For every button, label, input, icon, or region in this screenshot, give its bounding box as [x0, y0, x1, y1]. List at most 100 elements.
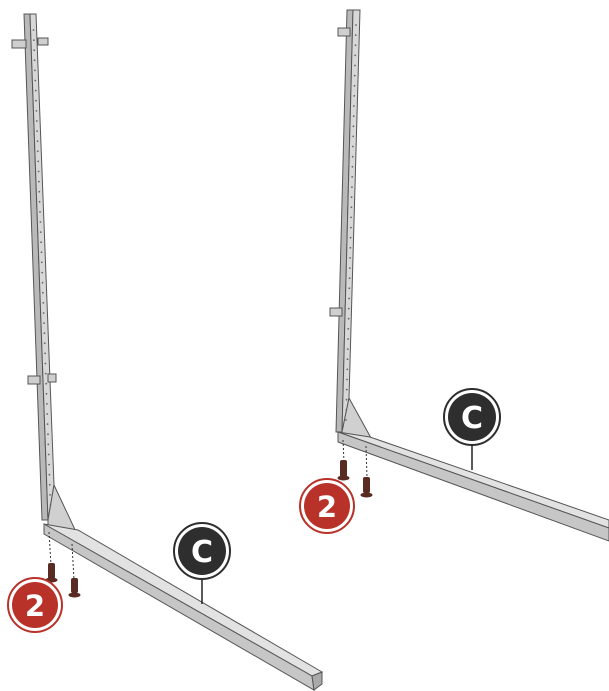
right-upright-hole	[354, 65, 356, 67]
left-upright-hole	[48, 454, 50, 456]
left-upright-hole	[33, 49, 35, 51]
right-screw-2	[361, 477, 373, 498]
left-upright-hole	[45, 373, 47, 375]
right-upright-hole	[350, 227, 352, 229]
right-upright-hole	[355, 44, 357, 46]
left-upright-hole	[40, 231, 42, 233]
right-upright-hole	[350, 247, 352, 249]
right-upright-hole	[355, 34, 357, 36]
right-upright-hole	[353, 95, 355, 97]
right-top-bracket	[338, 28, 350, 36]
left-upright-hole	[34, 59, 36, 61]
left-frame: C 2	[8, 14, 322, 690]
left-upright-hole	[41, 262, 43, 264]
right-upright-hole	[353, 115, 355, 117]
left-upright-hole	[39, 201, 41, 203]
left-upright-hole	[41, 272, 43, 274]
right-upright-hole	[349, 257, 351, 259]
right-upright-hole	[346, 369, 348, 371]
left-upright-hole	[33, 39, 35, 41]
left-upright-hole	[43, 312, 45, 314]
right-upright-hole	[352, 166, 354, 168]
right-part-c-label: C	[461, 401, 483, 436]
left-upright-hole	[37, 161, 39, 163]
right-upright-hole	[348, 298, 350, 300]
right-upright-hole	[347, 328, 349, 330]
left-upright-hole	[41, 251, 43, 253]
right-upright-hole	[353, 105, 355, 107]
left-upright-hole	[35, 100, 37, 102]
left-upright-hole	[43, 322, 45, 324]
left-upright-hole	[34, 80, 36, 82]
left-upright-hole	[49, 474, 51, 476]
right-upright-hole	[353, 125, 355, 127]
right-frame: C 2	[300, 10, 609, 541]
left-upright-hole	[38, 191, 40, 193]
right-upright-hole	[348, 318, 350, 320]
right-upright-hole	[350, 217, 352, 219]
left-upright-hole	[37, 140, 39, 142]
right-upright-hole	[354, 55, 356, 57]
left-screw-1	[46, 563, 58, 583]
left-top-bracket	[12, 40, 26, 48]
left-part-c-label: C	[191, 535, 213, 570]
right-upright-hole	[350, 237, 352, 239]
right-upright-hole	[352, 136, 354, 138]
left-mid-bracket	[28, 376, 40, 384]
left-upright-hole	[40, 221, 42, 223]
left-upright-hole	[44, 332, 46, 334]
left-upright-hole	[42, 292, 44, 294]
right-upright-hole	[351, 176, 353, 178]
right-upright-hole	[352, 146, 354, 148]
left-upright-hole	[39, 211, 41, 213]
right-upright-hole	[349, 277, 351, 279]
right-upright-hole	[351, 206, 353, 208]
right-upright-hole	[346, 399, 348, 401]
right-screw-1	[338, 460, 350, 481]
left-upright-hole	[46, 403, 48, 405]
left-upright-hole	[46, 413, 48, 415]
right-upright-hole	[347, 358, 349, 360]
right-part-c-badge: C	[444, 389, 500, 445]
left-upright-hole	[37, 150, 39, 152]
right-upright-hole	[347, 348, 349, 350]
left-upright-hole	[40, 241, 42, 243]
left-top-bracket-right	[38, 38, 48, 45]
right-upright-hole	[346, 379, 348, 381]
left-upright-hole	[42, 302, 44, 304]
right-upright-hole	[354, 85, 356, 87]
right-upright-hole	[345, 409, 347, 411]
left-upright-hole	[36, 110, 38, 112]
left-upright-hole	[48, 464, 50, 466]
right-upright-hole	[346, 389, 348, 391]
left-upright-hole	[45, 363, 47, 365]
left-upright-hole	[46, 393, 48, 395]
right-upright-hole	[348, 308, 350, 310]
left-upright-hole	[47, 423, 49, 425]
right-upright-hole	[349, 267, 351, 269]
left-quantity-label: 2	[25, 589, 45, 623]
left-screw-2	[69, 578, 81, 598]
right-upright-hole	[351, 186, 353, 188]
left-mid-bracket-right	[48, 374, 56, 382]
left-upright-hole	[47, 433, 49, 435]
left-upright-hole	[36, 130, 38, 132]
right-mid-bracket	[330, 308, 342, 316]
left-upright-hole	[45, 383, 47, 385]
left-upright-hole	[42, 282, 44, 284]
left-upright-hole	[50, 504, 52, 506]
left-upright-hole	[49, 484, 51, 486]
right-upright-hole	[354, 75, 356, 77]
left-upright-hole	[44, 353, 46, 355]
left-upright-hole	[34, 70, 36, 72]
right-upright-hole	[352, 156, 354, 158]
right-quantity-label: 2	[317, 490, 337, 524]
left-upright-hole	[38, 171, 40, 173]
left-upright-hole	[44, 342, 46, 344]
left-upright-hole	[36, 120, 38, 122]
left-quantity-badge: 2	[8, 578, 62, 632]
right-base-rail-front	[338, 432, 609, 541]
left-upright-hole	[47, 444, 49, 446]
right-upright-hole	[355, 24, 357, 26]
